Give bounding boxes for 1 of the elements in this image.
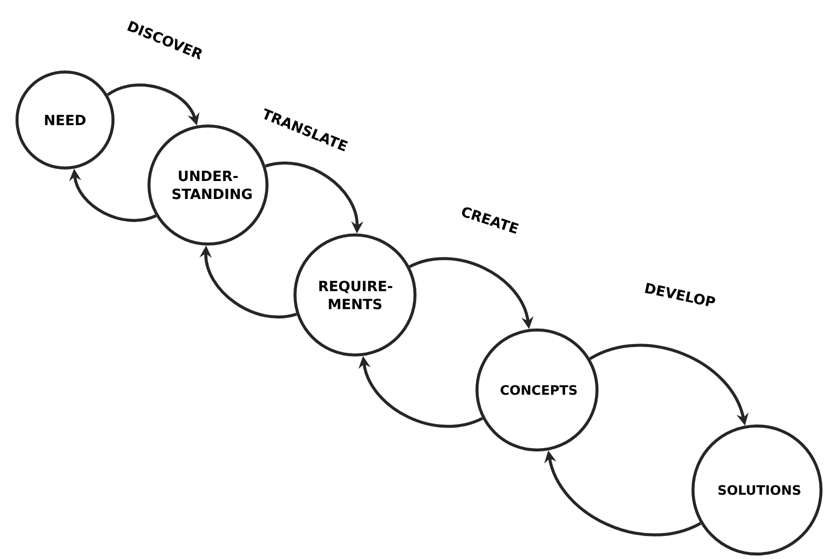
edge-label: DEVELOP (642, 281, 718, 309)
